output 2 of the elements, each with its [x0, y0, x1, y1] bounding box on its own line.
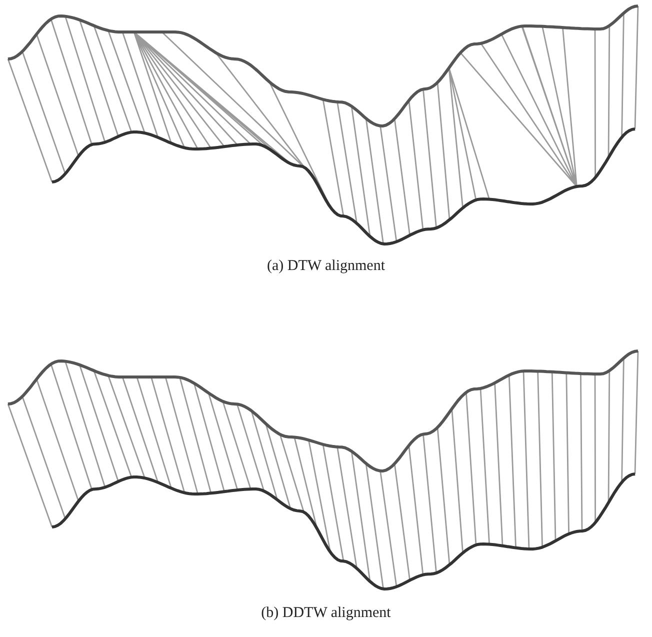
figure-caption: (a) DTW alignment: [266, 258, 385, 275]
figure-caption: (b) DDTW alignment: [261, 605, 391, 622]
